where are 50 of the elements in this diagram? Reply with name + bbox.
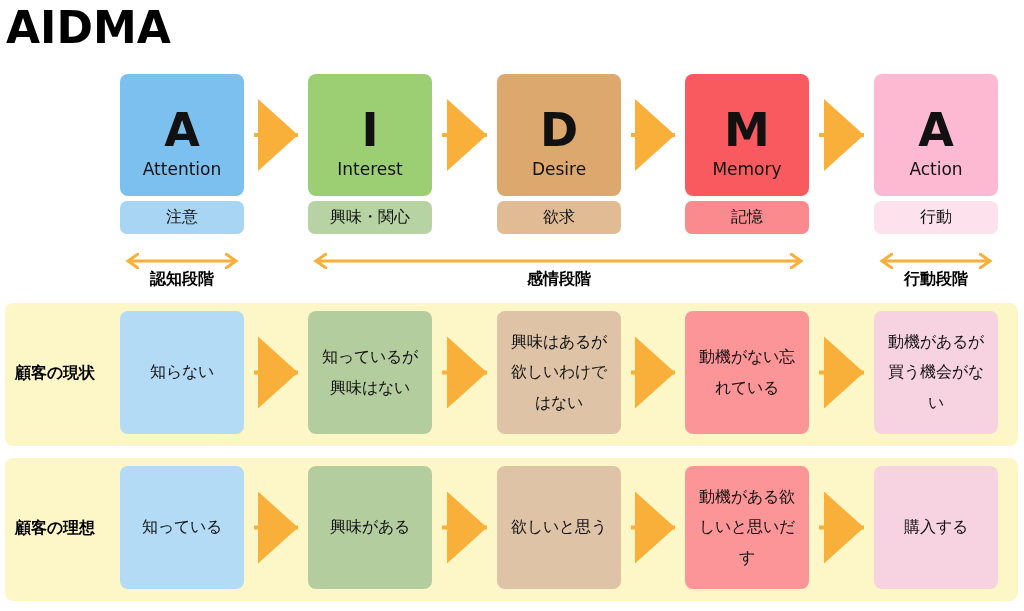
stage-letter: D bbox=[539, 104, 579, 156]
state-box: 動機がある欲しいと思いだす bbox=[685, 466, 809, 589]
stage-tag: 注意 bbox=[120, 201, 244, 234]
stage-letter: M bbox=[724, 104, 770, 156]
state-box: 知らない bbox=[120, 311, 244, 434]
arrow bbox=[442, 491, 487, 564]
stage-card bbox=[874, 74, 998, 196]
arrow bbox=[442, 99, 487, 171]
state-box: 知っている bbox=[120, 466, 244, 589]
stage-name: Interest bbox=[337, 159, 403, 180]
arrow bbox=[631, 336, 675, 409]
row-band bbox=[5, 303, 1018, 446]
arrow bbox=[819, 336, 864, 409]
state-box: 興味がある bbox=[308, 466, 432, 589]
stage-card bbox=[120, 74, 244, 196]
phase-label: 感情段階 bbox=[525, 269, 592, 290]
arrow bbox=[631, 491, 675, 564]
stage-name: Desire bbox=[531, 159, 587, 180]
stage-tag: 記憶 bbox=[685, 201, 809, 234]
stage-card bbox=[308, 74, 432, 196]
stage-letter: A bbox=[918, 104, 954, 156]
state-box: 購入する bbox=[874, 466, 998, 589]
title: AIDMA bbox=[6, 2, 171, 53]
stage-tag: 興味・関心 bbox=[308, 201, 432, 234]
arrow bbox=[254, 99, 298, 171]
row-heading: 顧客の理想 bbox=[15, 518, 95, 539]
arrow bbox=[254, 491, 298, 564]
state-box: 知っているが興味はない bbox=[308, 311, 432, 434]
stage-letter: A bbox=[164, 104, 200, 156]
stage-name: Attention bbox=[142, 159, 222, 180]
row-band bbox=[5, 458, 1018, 601]
stage-letter: I bbox=[361, 104, 379, 156]
stage-tag: 欲求 bbox=[497, 201, 621, 234]
stage-name: Memory bbox=[712, 159, 782, 180]
row-heading: 顧客の現状 bbox=[15, 363, 95, 384]
stage-card bbox=[685, 74, 809, 196]
stage-card bbox=[497, 74, 621, 196]
phase-label: 行動段階 bbox=[903, 269, 969, 290]
arrow bbox=[254, 336, 298, 409]
arrow bbox=[819, 491, 864, 564]
state-box: 動機があるが買う機会がない bbox=[874, 311, 998, 434]
phase-label: 認知段階 bbox=[149, 269, 215, 290]
arrow bbox=[442, 336, 487, 409]
state-box: 興味はあるが欲しいわけではない bbox=[497, 311, 621, 434]
state-box: 欲しいと思う bbox=[497, 466, 621, 589]
arrow bbox=[631, 99, 675, 171]
stage-tag: 行動 bbox=[874, 201, 998, 234]
stage-name: Action bbox=[909, 159, 963, 180]
arrow bbox=[819, 99, 864, 171]
state-box: 動機がない忘れている bbox=[685, 311, 809, 434]
